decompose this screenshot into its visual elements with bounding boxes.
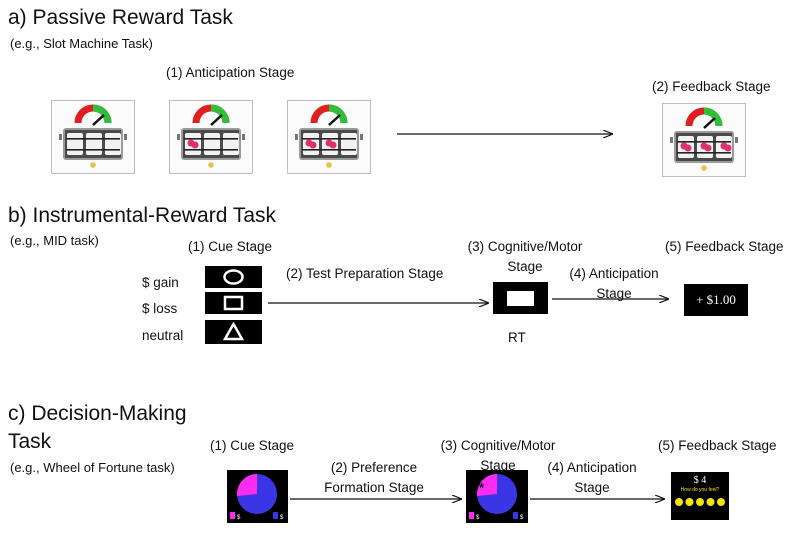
loss-cue: [205, 292, 262, 314]
anticipation-label-c1: (4) Anticipation: [547, 460, 637, 475]
preference-label-1: (2) Preference: [330, 460, 418, 475]
square-icon: [223, 295, 244, 311]
slot-machine-feedback: [662, 103, 746, 177]
motor-stage-label-2: Stage: [507, 259, 543, 274]
svg-text:$: $: [237, 515, 241, 521]
slot-machine-icon: [663, 104, 745, 176]
wheel-icon: $ $: [230, 474, 284, 521]
anticipation-label-c2: Stage: [574, 480, 610, 495]
face-icon: [675, 498, 683, 506]
feedback-stage-label: (2) Feedback Stage: [652, 79, 771, 94]
triangle-icon: [222, 321, 245, 341]
slot-machine-icon: [288, 101, 370, 173]
motor-stage-label-1: (3) Cognitive/Motor: [467, 239, 583, 254]
wheel-choice-screen: * $ $: [466, 470, 528, 523]
face-icon: [717, 498, 725, 506]
gain-cue: [205, 266, 262, 288]
feedback-display: + $1.00: [684, 284, 748, 316]
motor-stage-label-c2: Stage: [480, 458, 516, 473]
wheel-cue-screen: $ $: [227, 470, 288, 523]
motor-stage-label-c1: (3) Cognitive/Motor: [440, 438, 556, 453]
slot-machine-icon: [170, 101, 252, 173]
panel-b-title: b) Instrumental-Reward Task: [8, 204, 277, 227]
svg-text:$: $: [280, 515, 284, 521]
slot-machine-3: [287, 100, 371, 174]
slot-machine-2: [169, 100, 253, 174]
panel-c-title-1: c) Decision-Making: [8, 402, 187, 425]
preference-label-2: Formation Stage: [324, 480, 424, 495]
panel-c-example: (e.g., Wheel of Fortune task): [10, 460, 175, 475]
gain-label: $ gain: [142, 275, 179, 290]
anticipation-label-1: (4) Anticipation: [569, 266, 659, 281]
svg-text:$: $: [476, 515, 480, 521]
loss-label: $ loss: [142, 301, 178, 316]
wheel-icon: * $ $: [469, 474, 524, 521]
panel-b-example: (e.g., MID task): [10, 233, 99, 248]
face-icon: [696, 498, 704, 506]
svg-text:*: *: [479, 480, 485, 495]
test-preparation-label: (2) Test Preparation Stage: [286, 266, 444, 281]
wof-feedback-screen: $ 4 How do you feel?: [671, 472, 729, 520]
target-square-icon: [507, 291, 534, 306]
neutral-label: neutral: [142, 328, 184, 343]
feedback-stage-label-c: (5) Feedback Stage: [658, 438, 777, 453]
anticipation-label-2: Stage: [596, 286, 632, 301]
wof-feedback-question: How do you feel?: [680, 487, 720, 493]
target-stimulus: [493, 282, 548, 314]
panel-a-title: a) Passive Reward Task: [8, 6, 233, 29]
face-icon: [706, 498, 715, 506]
panel-a-example: (e.g., Slot Machine Task): [10, 36, 153, 51]
cue-stage-label-c: (1) Cue Stage: [210, 438, 295, 453]
face-icon: [685, 498, 694, 506]
slot-machine-1: [51, 100, 135, 174]
feedback-stage-label-b: (5) Feedback Stage: [665, 239, 784, 254]
neutral-cue: [205, 320, 262, 344]
panel-c-title-2: Task: [8, 430, 52, 453]
circle-icon: [223, 269, 244, 285]
cue-stage-label: (1) Cue Stage: [188, 239, 273, 254]
anticipation-stage-label: (1) Anticipation Stage: [166, 65, 295, 80]
rt-label: RT: [508, 330, 526, 345]
svg-text:$: $: [520, 515, 524, 521]
wof-feedback-amount: $ 4: [693, 475, 707, 486]
rating-faces: [675, 498, 725, 506]
